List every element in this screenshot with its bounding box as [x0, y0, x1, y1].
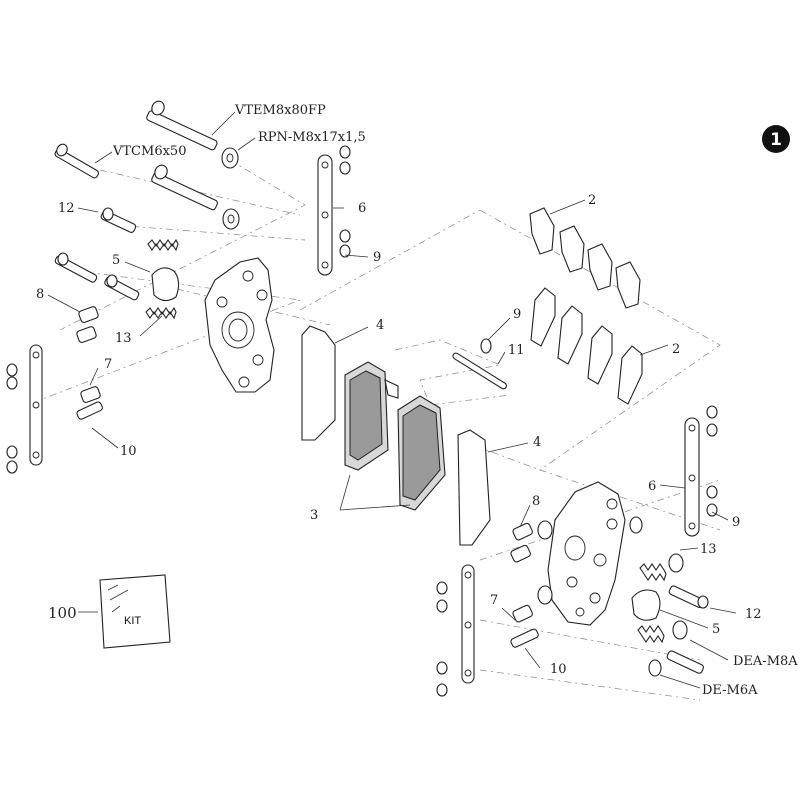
bolt-12-left-2: [104, 274, 140, 301]
seals-right: [537, 516, 643, 605]
pad-retainer-5-right: [631, 589, 661, 621]
leader-lines: [47, 111, 737, 689]
washer-de: [648, 659, 662, 677]
badge-text: 1: [770, 130, 782, 150]
label-dea: DEA-M8A: [733, 654, 798, 669]
label-5-right: 5: [712, 622, 720, 637]
washers-9-top: [339, 145, 351, 258]
kit-package: [99, 574, 171, 649]
bolt-12-right: [668, 585, 709, 609]
shims-2-mid: [530, 287, 643, 405]
bolt-vtem-long-2: [151, 164, 219, 211]
label-5-left: 5: [112, 253, 120, 268]
label-100: 100: [48, 604, 77, 622]
washer-9-mid: [480, 338, 492, 354]
label-12-right: 12: [745, 607, 762, 622]
bolt-12-left: [100, 207, 137, 233]
label-12-left: 12: [58, 201, 75, 216]
link-plate-left: [29, 344, 43, 466]
label-4-left: 4: [376, 318, 384, 333]
washer-13-right: [668, 553, 684, 573]
link-plate-top: [317, 154, 333, 276]
label-8-left: 8: [36, 287, 44, 302]
washer-rpn-1: [221, 147, 239, 169]
label-de: DE-M6A: [702, 683, 758, 698]
label-2-top: 2: [588, 193, 596, 208]
label-6-right: 6: [648, 479, 656, 494]
label-6-top: 6: [358, 201, 366, 216]
bolt-vtcm-2: [54, 252, 98, 283]
link-plate-right-lower: [461, 564, 475, 684]
label-vtcm: VTCM6x50: [112, 144, 186, 159]
bleeder-8-left-1: [78, 306, 99, 323]
label-11: 11: [508, 343, 525, 358]
pad-retainer-5-left: [151, 267, 180, 302]
label-8-right: 8: [532, 494, 540, 509]
label-13-left: 13: [115, 331, 132, 346]
bolt-right-lower: [666, 650, 705, 674]
label-7-left: 7: [104, 357, 112, 372]
caliper-body-left: [204, 257, 275, 393]
bolt-vtem-long-1: [146, 100, 218, 151]
label-rpn: RPN-M8x17x1,5: [258, 130, 366, 145]
pin-10-left: [76, 401, 103, 420]
label-13-right: 13: [700, 542, 717, 557]
washers-9-right: [706, 405, 718, 517]
label-vtem: VTEM8x80FP: [234, 103, 326, 118]
label-2-mid: 2: [672, 342, 680, 357]
spring-left-top: [147, 238, 179, 252]
pin-10-right: [510, 628, 539, 648]
bleeder-8-right: [510, 522, 533, 563]
label-kit: KIT: [124, 615, 141, 627]
washer-rpn-2: [222, 208, 240, 230]
label-7-right: 7: [490, 593, 498, 608]
label-9-mid: 9: [513, 307, 521, 322]
brake-pad-3-left: [344, 361, 399, 471]
washers-9-left: [6, 363, 18, 474]
shim-plate-4-right: [457, 429, 491, 546]
caliper-body-right: [547, 481, 626, 626]
bolt-vtcm-1: [54, 143, 100, 179]
spring-left-13: [145, 306, 177, 320]
label-4-right: 4: [533, 435, 541, 450]
label-3: 3: [310, 508, 318, 523]
label-9-right: 9: [732, 515, 740, 530]
label-10-left: 10: [120, 444, 137, 459]
washer-dea: [672, 620, 688, 640]
spring-13-right: [639, 563, 667, 582]
shims-2-top: [529, 207, 641, 309]
pin-7-left: [80, 386, 101, 403]
pad-pin-11: [452, 352, 507, 390]
part-labels: VTEM8x80FP RPN-M8x17x1,5 VTCM6x50 12 5 8…: [36, 103, 798, 698]
pin-7-right: [512, 604, 533, 623]
bleeder-8-left-2: [76, 326, 97, 343]
spring-right-2: [637, 625, 665, 644]
label-10-right: 10: [550, 662, 567, 677]
shim-plate-4-left: [301, 325, 336, 441]
link-plate-right: [684, 417, 700, 537]
brake-pad-3-right: [397, 395, 446, 511]
page-number-badge: 1: [762, 125, 790, 153]
washers-9-right-lower: [436, 581, 448, 697]
label-9-top: 9: [373, 250, 381, 265]
